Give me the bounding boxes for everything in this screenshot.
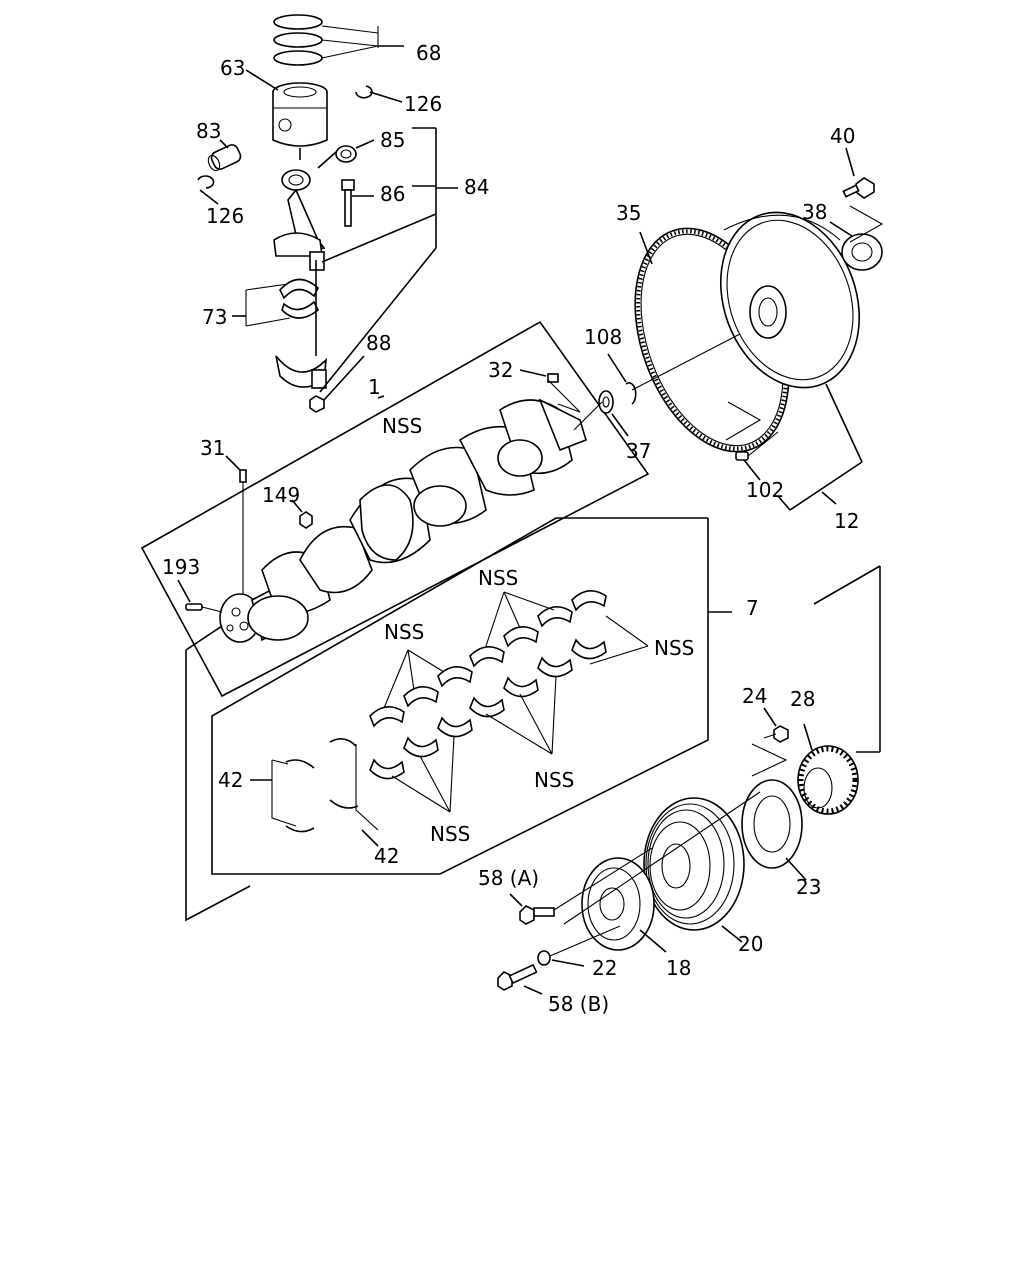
label-20: 20: [738, 932, 763, 956]
label-32: 32: [488, 358, 513, 382]
piston-pin-part: [207, 144, 242, 172]
flywheel-assembly-bracket: [777, 383, 863, 511]
label-63: 63: [220, 56, 245, 80]
label-58b: 58 (B): [548, 992, 609, 1016]
bracket-84: [299, 127, 458, 393]
thrust-washers-left-part: [271, 759, 315, 833]
label-68: 68: [416, 41, 441, 65]
left-bracket: [185, 650, 251, 922]
connecting-rod-part: [273, 169, 326, 271]
rod-bearing-lower-part: [281, 300, 320, 319]
rod-bearing-upper-part: [279, 278, 319, 300]
flywheel-part: [719, 211, 861, 389]
label-24: 24: [742, 684, 767, 708]
center-axis-line: [563, 791, 761, 925]
pin-32-part: [547, 373, 581, 413]
right-bracket: [813, 565, 881, 753]
label-nss-upper-left: NSS: [384, 620, 424, 644]
label-12: 12: [834, 509, 859, 533]
spacer-23-part: [741, 779, 803, 869]
label-1: 1: [368, 375, 381, 399]
label-102: 102: [746, 478, 784, 502]
pin-bushing-part: [335, 145, 357, 163]
washer-38-part: [841, 233, 883, 271]
bolt-58a-part: [519, 905, 555, 925]
nss-leader-lines: [383, 591, 649, 813]
washer-22-part: [537, 950, 551, 966]
label-37: 37: [626, 439, 651, 463]
gear-bolt-24-part: [763, 725, 789, 743]
label-88: 88: [366, 331, 391, 355]
label-58a: 58 (A): [478, 866, 539, 890]
label-40: 40: [830, 124, 855, 148]
label-28: 28: [790, 687, 815, 711]
label-23: 23: [796, 875, 821, 899]
label-149: 149: [262, 483, 300, 507]
rod-cap-part: [275, 355, 328, 389]
dowel-pin-31-part: [239, 469, 247, 594]
snap-ring-lower-part: [197, 175, 215, 189]
rod-nut-part: [309, 395, 325, 413]
label-85: 85: [380, 128, 405, 152]
crank-pulley-part: [643, 797, 745, 931]
label-31: 31: [200, 436, 225, 460]
label-18: 18: [666, 956, 691, 980]
main-bearings-lower-part: [369, 638, 607, 780]
thrust-washers-right-part: [329, 738, 379, 831]
label-42-left: 42: [218, 768, 243, 792]
plug-149-part: [299, 511, 313, 529]
crankshaft-bracket-box: [140, 320, 650, 698]
label-22: 22: [592, 956, 617, 980]
piston-rings-part: [273, 14, 404, 66]
main-bearing-kit-box: [211, 517, 732, 875]
bolt-58b-part: [497, 963, 538, 991]
label-nss-right: NSS: [654, 636, 694, 660]
label-42-right: 42: [374, 844, 399, 868]
label-126-lower: 126: [206, 204, 244, 228]
connecting-rod-bolt-part: [341, 179, 355, 227]
label-84: 84: [464, 175, 489, 199]
label-nss-crankshaft: NSS: [382, 414, 422, 438]
main-bearings-upper-part: [369, 590, 607, 728]
pin-193-part: [185, 603, 223, 613]
snap-ring-108-part: [625, 382, 637, 405]
flywheel-bolt-part: [842, 177, 875, 199]
label-86: 86: [380, 182, 405, 206]
label-35: 35: [616, 201, 641, 225]
label-73: 73: [202, 305, 227, 329]
crankshaft-part: [219, 398, 587, 643]
pilot-bearing-part: [598, 390, 614, 414]
label-126-upper: 126: [404, 92, 442, 116]
label-83: 83: [196, 119, 221, 143]
label-nss-upper-center: NSS: [478, 566, 518, 590]
label-nss-lower-left: NSS: [430, 822, 470, 846]
label-nss-lower-center: NSS: [534, 768, 574, 792]
label-38: 38: [802, 200, 827, 224]
label-7: 7: [746, 596, 759, 620]
piston-part: [272, 82, 328, 147]
label-108: 108: [584, 325, 622, 349]
timing-gear-part: [797, 745, 859, 815]
label-193: 193: [162, 555, 200, 579]
bolt-102-part: [735, 431, 779, 461]
snap-ring-upper-part: [355, 85, 373, 99]
left-bracket-top: [185, 625, 223, 651]
